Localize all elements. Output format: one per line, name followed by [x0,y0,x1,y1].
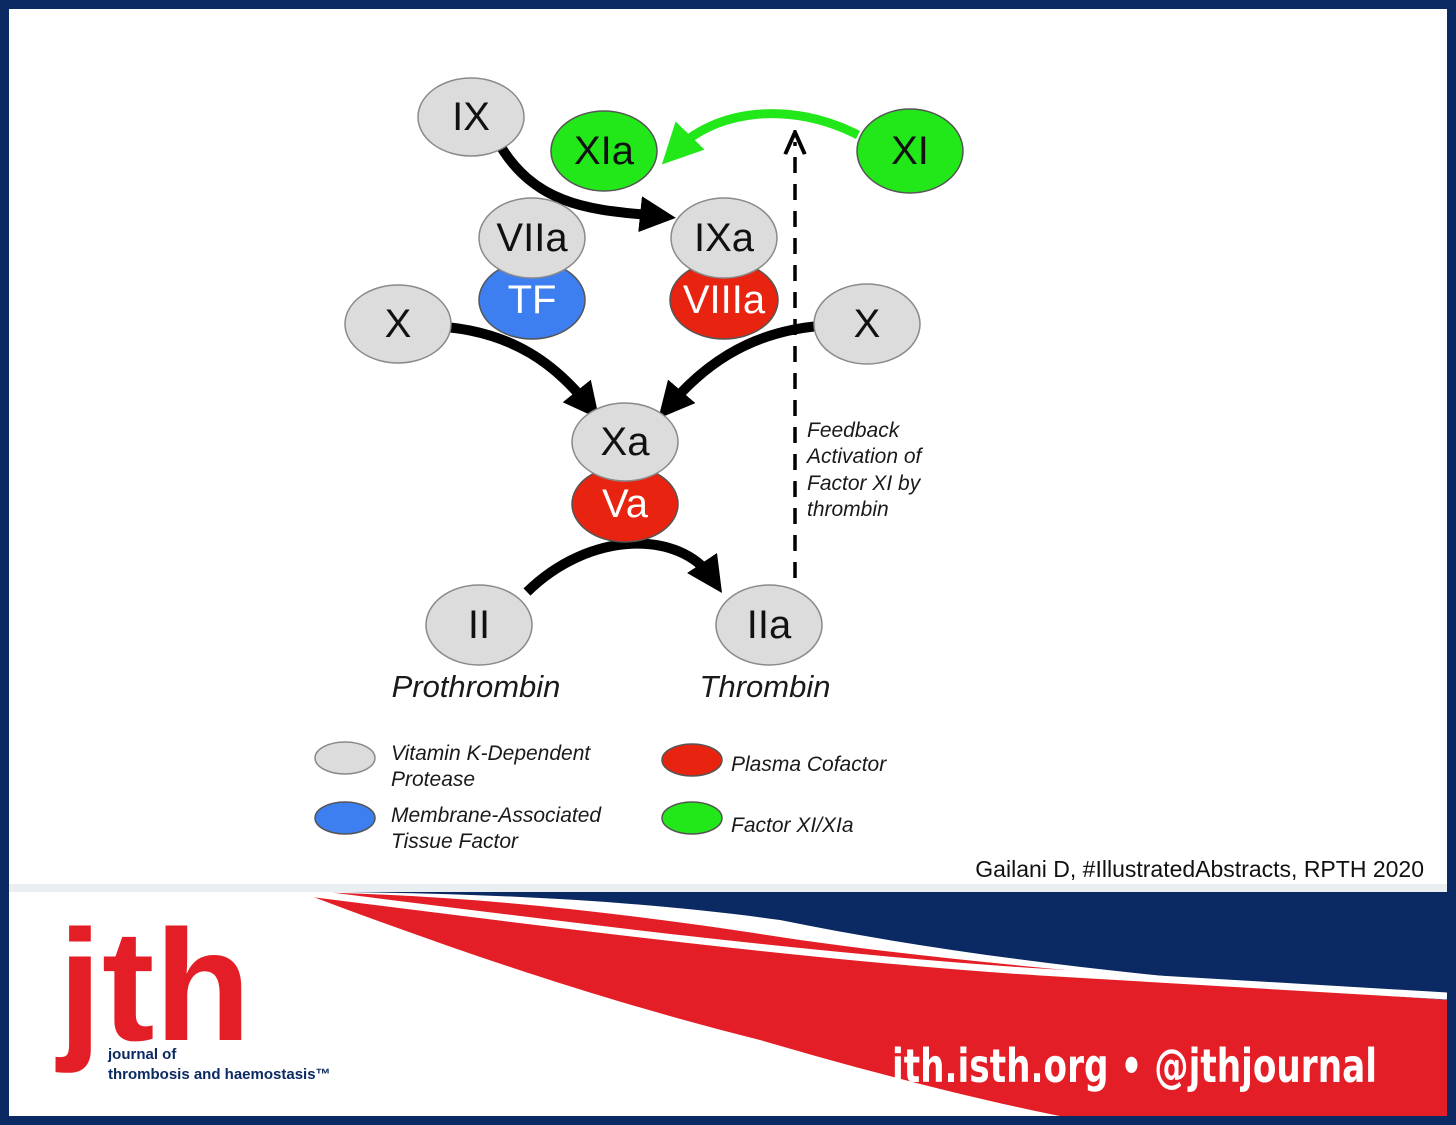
footer-navy-swoosh [180,891,1447,1000]
legend-swatch-green [661,801,723,835]
svg-text:IXa: IXa [694,216,755,260]
legend-tf-line-2: Tissue Factor [391,830,519,853]
node-iia: IIa [715,584,823,666]
legend-tf-line-1: Membrane-Associated [391,804,602,827]
node-x-right: X [813,283,921,365]
arrow-xi-to-xia [661,109,861,165]
node-ix: IX [417,77,525,157]
feedback-note: Feedback Activation of Factor XI by thro… [805,419,924,521]
svg-text:XI: XI [891,129,929,173]
node-va: Va [571,465,679,543]
svg-text:II: II [468,603,490,647]
logo-letters: jth [55,898,251,1074]
svg-text:X: X [854,302,881,346]
svg-text:IIa: IIa [747,603,792,647]
footer-white-stripe [299,888,1448,1000]
reaction-arrows [427,109,861,596]
svg-text:X: X [385,302,412,346]
legend-membrane-tf: Membrane-Associated Tissue Factor [314,801,602,853]
svg-text:VIIa: VIIa [496,216,568,260]
logo-line-1: journal of [107,1046,177,1063]
prothrombin-label: Prothrombin [392,669,561,704]
feedback-line-3: Factor XI by [807,472,922,495]
credit-line: Gailani D, #IllustratedAbstracts, RPTH 2… [975,856,1424,882]
node-viia: VIIa [478,197,586,279]
legend-swatch-gray [314,741,376,775]
feedback-line-2: Activation of [805,445,924,468]
svg-text:Xa: Xa [601,420,651,464]
svg-text:VIIIa: VIIIa [683,278,766,322]
legend-plasma-cofactor: Plasma Cofactor [661,743,887,777]
legend-vk-line-1: Vitamin K-Dependent [391,742,591,765]
factor-nodes: IX XIa XI TF VIIa VIIIa IXa X [344,77,964,666]
arrow-x-left-to-xa [427,321,600,420]
legend-vk-line-2: Protease [391,768,475,791]
feedback-line-4: thrombin [807,498,889,521]
footer-red-swoosh [300,892,1447,1116]
svg-text:Va: Va [602,482,649,526]
node-x-left: X [344,284,452,364]
feedback-line-1: Feedback [807,419,901,442]
node-xi: XI [856,108,964,194]
jth-logo: jth journal of thrombosis and haemostasi… [55,898,331,1083]
node-viiia: VIIIa [669,260,779,340]
thrombin-label: Thrombin [700,669,831,704]
arrow-ix-to-ixa [492,137,676,233]
svg-text:XIa: XIa [574,129,635,173]
node-tf: TF [478,260,586,340]
legend: Vitamin K-Dependent Protease Membrane-As… [314,741,887,853]
legend-vk-protease: Vitamin K-Dependent Protease [314,741,591,791]
legend-swatch-blue [314,801,376,835]
legend-factor-xi: Factor XI/XIa [661,801,854,837]
logo-line-2: thrombosis and haemostasis™ [108,1066,331,1083]
svg-text:IX: IX [452,95,490,139]
svg-text:TF: TF [508,278,557,322]
legend-cofactor-label: Plasma Cofactor [731,753,887,776]
node-ii: II [425,584,533,666]
legend-xi-label: Factor XI/XIa [731,814,854,837]
arrow-ii-to-iia [523,538,723,596]
node-xa: Xa [571,402,679,482]
footer-url-handle: jth.isth.org • @jthjournal [891,1039,1377,1093]
node-ixa: IXa [670,197,778,279]
node-xia: XIa [550,110,658,192]
footer-banner: jth journal of thrombosis and haemostasi… [9,884,1448,1116]
legend-swatch-red [661,743,723,777]
